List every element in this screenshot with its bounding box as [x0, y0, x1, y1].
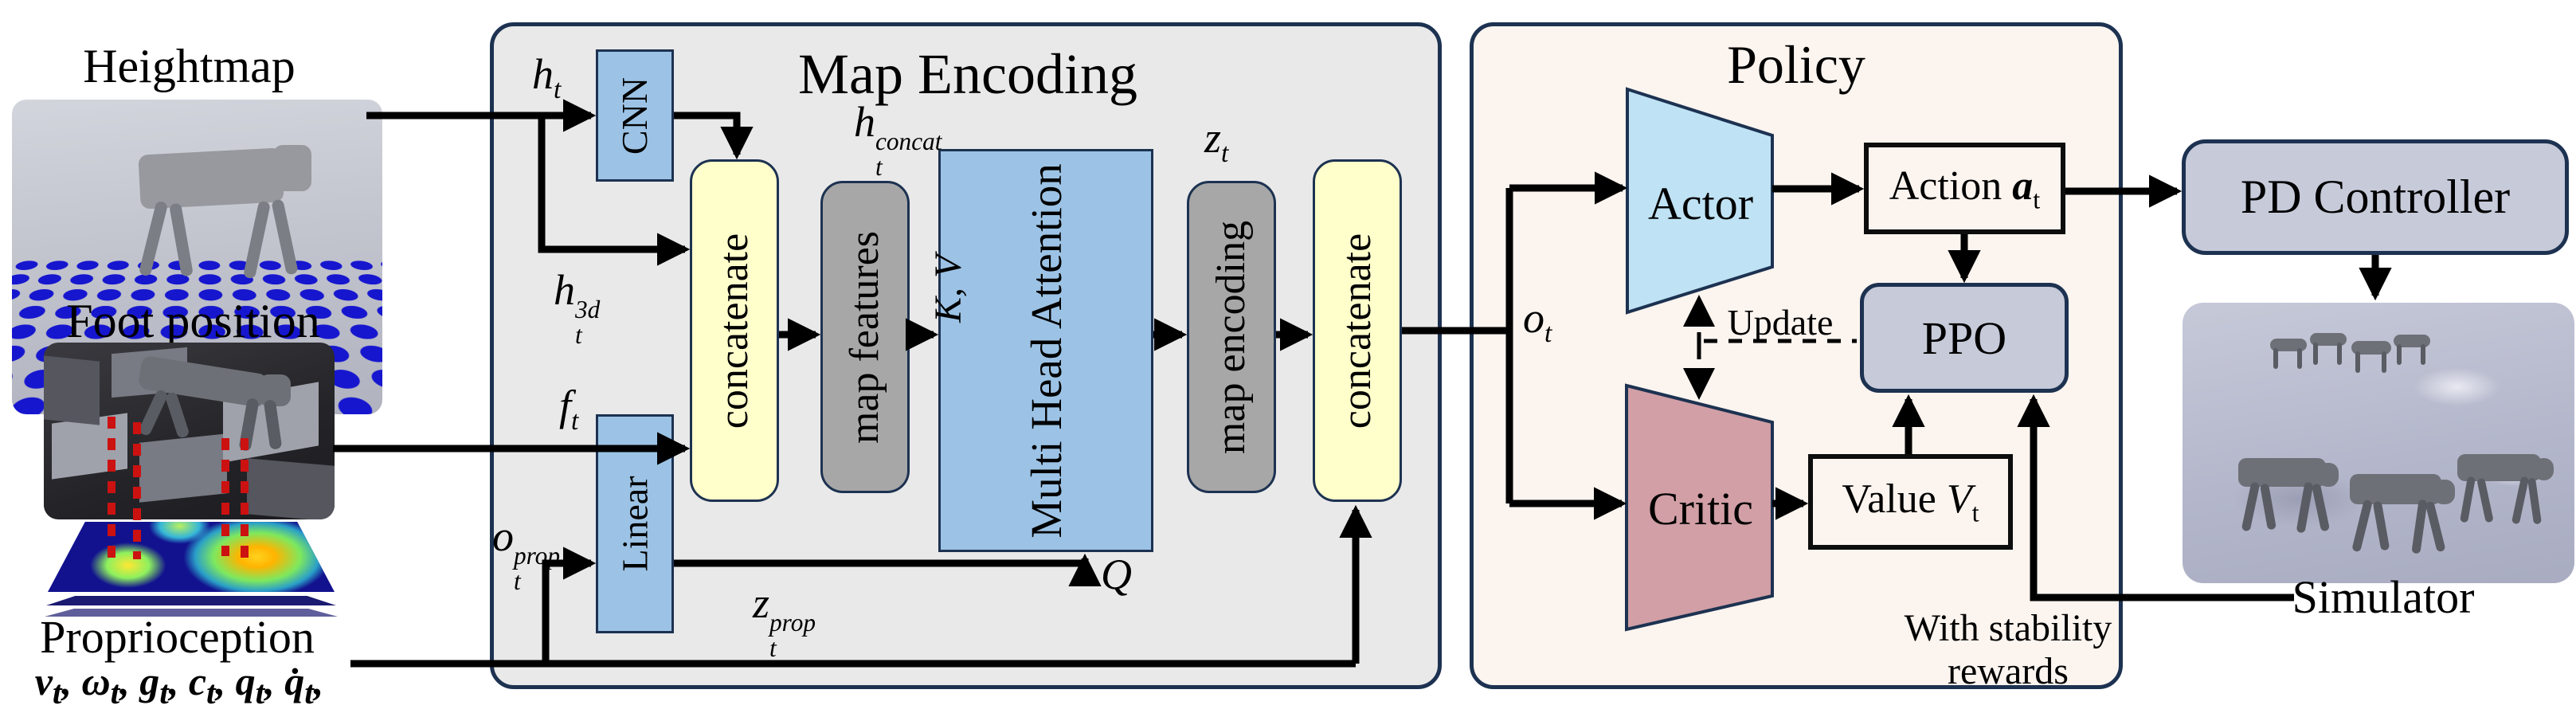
critic-label: Critic — [1647, 483, 1754, 535]
label-o-t: ot — [1523, 294, 1552, 348]
proprioception-symbols: vt, ωt, gt, ct, qt, q̇t, at−1 — [34, 659, 324, 717]
map-features-block: map features — [820, 181, 910, 493]
action-box: Action at — [1864, 143, 2065, 234]
simulator-image — [2183, 303, 2574, 583]
heatmap-layer — [46, 596, 336, 605]
heatmap-layer — [45, 609, 338, 617]
proprioception-label: Proprioception — [40, 611, 315, 663]
update-label: Update — [1727, 302, 1834, 343]
foot-heatmap-plate — [48, 522, 335, 592]
ppo-box: PPO — [1860, 283, 2069, 393]
pd-controller-box: PD Controller — [2182, 139, 2569, 255]
policy-panel — [1470, 22, 2123, 689]
concatenate-block-2: concatenate — [1313, 159, 1402, 502]
foot-position-map-image — [44, 343, 335, 519]
actor-label: Actor — [1647, 178, 1754, 229]
simulator-label: Simulator — [2292, 571, 2475, 623]
map-encoding-block: map encoding — [1187, 181, 1276, 493]
value-box: Value Vt — [1808, 454, 2013, 550]
map-encoding-title: Map Encoding — [798, 42, 1137, 106]
label-q: Q — [1101, 550, 1132, 598]
label-z-t: zt — [1204, 114, 1229, 168]
label-kv: K, V — [927, 254, 969, 323]
label-h-t: ht — [532, 50, 562, 104]
label-f-t: ft — [559, 382, 579, 436]
stability-note: With stability rewards — [1904, 607, 2112, 692]
policy-title: Policy — [1727, 34, 1865, 95]
cnn-block: CNN — [596, 49, 674, 182]
heightmap-label: Heightmap — [83, 40, 296, 92]
concatenate-block-1: concatenate — [690, 159, 779, 502]
linear-block: Linear — [596, 414, 674, 633]
multi-head-attention-block: Multi Head Attention — [938, 149, 1153, 552]
